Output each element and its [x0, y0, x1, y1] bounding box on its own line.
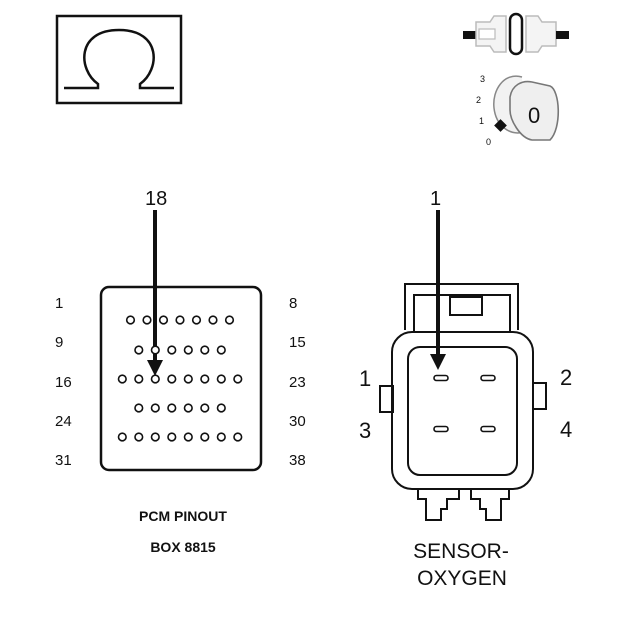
sensor-terminal [433, 374, 449, 382]
pcm-right-pin-label: 38 [289, 452, 306, 469]
sensor-terminal [480, 374, 496, 382]
sensor-pointer-arrow-head [430, 354, 446, 370]
pcm-pin-hole [200, 403, 210, 413]
connector-disconnect-icon [463, 12, 569, 56]
pcm-pin-hole [142, 315, 152, 325]
pcm-pin-hole [117, 374, 127, 384]
pcm-pin-hole [167, 432, 177, 442]
pcm-pin-hole [167, 403, 177, 413]
pcm-left-pin-label: 9 [55, 334, 63, 351]
pcm-pointer-arrow-head [147, 360, 163, 376]
sensor-terminal [480, 425, 496, 433]
pcm-pin-hole [224, 315, 235, 325]
key-value: 0 [528, 103, 540, 128]
sensor-highlight-pin-number: 1 [430, 188, 441, 210]
pcm-pin-hole [117, 432, 127, 442]
pcm-pin-hole [216, 432, 226, 442]
pcm-pin-hole [175, 315, 185, 325]
sensor-pin-field [433, 374, 496, 433]
ignition-position-0: 0 [486, 137, 491, 147]
pcm-pin-hole [183, 403, 193, 413]
pcm-pin-hole [150, 403, 160, 413]
omega-icon [55, 14, 183, 105]
pcm-pin-hole [233, 374, 243, 384]
sensor-pin-label-4: 4 [560, 417, 572, 442]
ignition-position-2: 2 [476, 95, 481, 105]
pcm-pin-hole [200, 432, 210, 442]
pcm-left-pin-label: 1 [55, 295, 63, 312]
pcm-pin-hole [208, 315, 218, 325]
pcm-pin-hole [233, 432, 243, 442]
pcm-pin-hole [200, 345, 210, 355]
pcm-pin-hole [200, 374, 210, 384]
pcm-left-pin-label: 16 [55, 374, 72, 391]
pcm-left-pin-label: 31 [55, 452, 72, 469]
pcm-pin-hole [216, 374, 226, 384]
sensor-pin-label-1: 1 [359, 366, 371, 391]
pcm-pin-hole [134, 374, 144, 384]
pcm-right-pin-label: 30 [289, 413, 306, 430]
pcm-pin-hole [134, 403, 144, 413]
pcm-pin-hole [183, 432, 193, 442]
pcm-pin-hole [150, 374, 160, 384]
pcm-pin-hole [134, 432, 144, 442]
pcm-pin-hole [167, 345, 177, 355]
pcm-pin-hole [150, 432, 160, 442]
pcm-pin-hole [216, 345, 226, 355]
pcm-pin-hole [134, 345, 144, 355]
pcm-pin-hole [125, 315, 136, 325]
pcm-title-line1: PCM PINOUT [139, 508, 227, 524]
pcm-pin-hole [158, 315, 169, 325]
pcm-pin-hole [150, 345, 160, 355]
sensor-terminal [433, 425, 449, 433]
sensor-title-line1: SENSOR- [413, 540, 509, 563]
ignition-key-icon [493, 75, 560, 141]
ignition-position-3: 3 [480, 74, 485, 84]
pcm-right-pin-label: 8 [289, 295, 297, 312]
pcm-pin-hole [216, 403, 226, 413]
pcm-connector-body [99, 285, 263, 472]
pcm-right-pin-label: 15 [289, 334, 306, 351]
pcm-left-pin-label: 24 [55, 413, 72, 430]
pcm-highlight-pin-number: 18 [145, 188, 167, 210]
sensor-title-line2: OXYGEN [417, 567, 507, 590]
pcm-pin-hole [183, 345, 193, 355]
pcm-title-line2: BOX 8815 [150, 539, 216, 555]
pcm-right-pin-label: 23 [289, 374, 306, 391]
pcm-pin-hole [167, 374, 177, 384]
pcm-pin-hole [191, 315, 202, 325]
sensor-pin-label-2: 2 [560, 365, 572, 390]
ignition-position-1: 1 [479, 116, 484, 126]
pcm-pin-field [117, 315, 243, 442]
sensor-connector-body [379, 283, 547, 521]
pcm-pin-hole [183, 374, 193, 384]
sensor-pin-label-3: 3 [359, 418, 371, 443]
